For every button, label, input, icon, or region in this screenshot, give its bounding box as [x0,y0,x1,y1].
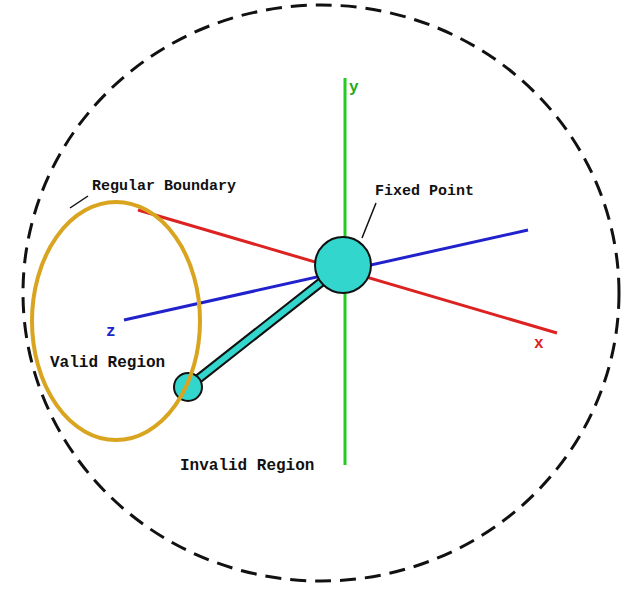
rod [188,265,343,387]
axis-label: z [106,324,116,342]
boundary-label: Regular Boundary [92,179,236,196]
region-label: Valid Region [50,355,165,373]
point-label: Fixed Point [375,184,474,201]
axis-label: x [534,336,544,354]
valid-region: Valid Region [30,200,202,442]
axis-label: y [349,80,359,98]
leader-line [70,196,88,208]
ellipse-gold [30,200,202,442]
z-axis [124,230,528,320]
circle-dashed [23,5,619,581]
region-label: Invalid Region [180,458,314,476]
fixed-point [315,237,371,293]
ellipse-gold [32,202,200,440]
circle-dashed [21,3,621,583]
invalid-region: Invalid Region Valid Region [21,3,621,583]
leader-line [362,203,376,238]
rod-outline [188,265,343,387]
